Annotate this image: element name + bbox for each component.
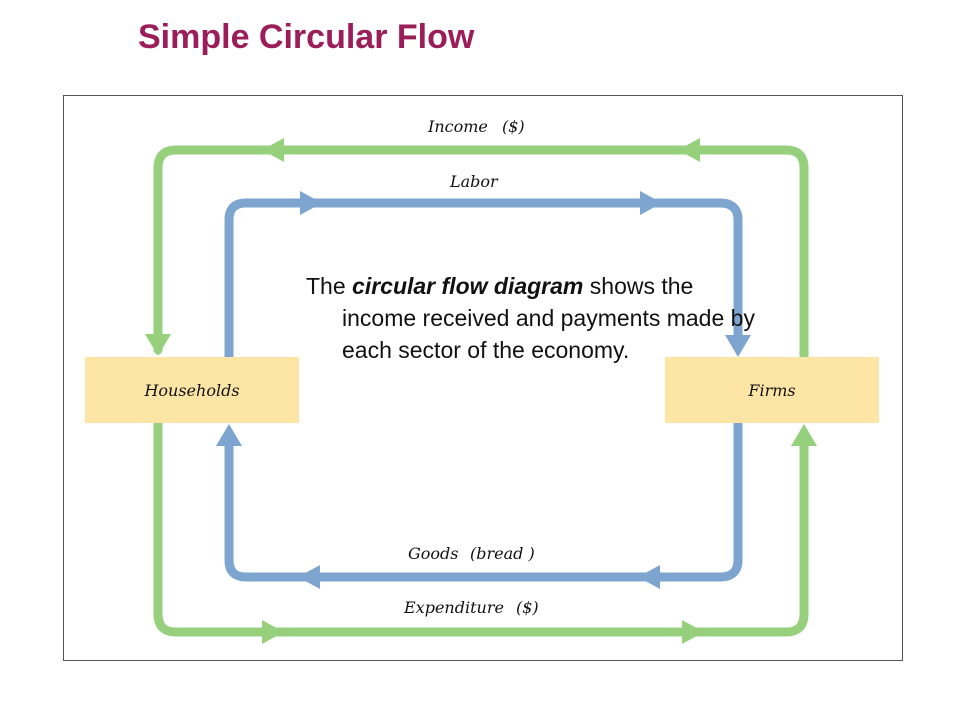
money-arrowheads xyxy=(145,138,817,644)
goods-detail-label: (bread ) xyxy=(470,544,535,563)
description-emphasis: circular flow diagram xyxy=(352,273,584,299)
income-arrow-right xyxy=(678,138,700,162)
firms-box: Firms xyxy=(665,357,879,423)
description-suffix: shows the income received and payments m… xyxy=(342,273,755,363)
slide-title: Simple Circular Flow xyxy=(138,18,475,56)
income-flow-path xyxy=(153,145,809,362)
real-flow-loop xyxy=(224,198,743,582)
labor-arrow-right xyxy=(640,191,662,215)
labor-arrow-down xyxy=(725,335,751,357)
labor-flow-path xyxy=(224,198,743,362)
real-arrowheads xyxy=(216,191,751,589)
money-flow-loop xyxy=(153,145,809,637)
expenditure-arrow-left xyxy=(262,620,284,644)
description-prefix: The xyxy=(306,273,353,299)
income-label: Income xyxy=(427,117,488,136)
goods-label: Goods xyxy=(408,544,459,563)
firms-label: Firms xyxy=(748,380,796,400)
goods-arrow-right xyxy=(638,565,660,589)
goods-flow-path xyxy=(224,419,743,582)
households-box: Households xyxy=(85,357,299,423)
income-arrow-down xyxy=(145,334,171,356)
income-arrow-left xyxy=(262,138,284,162)
diagram-frame xyxy=(63,95,903,661)
labor-arrow-left xyxy=(300,191,322,215)
goods-arrow-up xyxy=(216,424,242,446)
expenditure-flow-path xyxy=(153,419,809,637)
expenditure-label: Expenditure xyxy=(403,598,504,617)
income-unit-label: ($) xyxy=(502,117,525,136)
expenditure-arrow-right xyxy=(682,620,704,644)
goods-arrow-left xyxy=(298,565,320,589)
households-label: Households xyxy=(144,380,240,400)
description-text: The circular flow diagram shows the inco… xyxy=(306,270,762,366)
expenditure-unit-label: ($) xyxy=(516,598,539,617)
expenditure-arrow-up xyxy=(791,424,817,446)
labor-label: Labor xyxy=(449,172,499,191)
